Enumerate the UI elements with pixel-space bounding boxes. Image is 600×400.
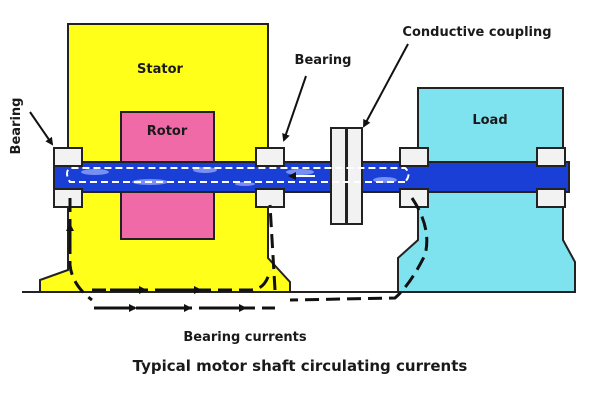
shaft-current-path <box>66 167 410 183</box>
load-label: Load <box>472 113 507 128</box>
coupling <box>330 127 363 225</box>
conductive-coupling-label: Conductive coupling <box>402 25 551 40</box>
coupling-flange-left <box>330 127 347 225</box>
bearing-load-left <box>399 147 429 167</box>
pointer-bearing-top <box>282 75 307 142</box>
coupling-flange-right <box>346 127 363 225</box>
bearing-left-lower <box>53 188 83 208</box>
bearing-left <box>53 147 83 167</box>
bearing-mid <box>255 147 285 167</box>
bearing-label-top: Bearing <box>295 53 352 68</box>
bearing-load-right <box>536 147 566 167</box>
stator-label: Stator <box>137 62 183 77</box>
bearing-load-right-lower <box>536 188 566 208</box>
bearing-load-left-lower <box>399 188 429 208</box>
bearing-currents-label: Bearing currents <box>183 330 307 345</box>
label-pointers <box>29 43 409 146</box>
diagram-caption: Typical motor shaft circulating currents <box>133 357 468 375</box>
rotor-label: Rotor <box>147 124 188 139</box>
bearing-label-left: Bearing <box>9 98 24 155</box>
bearing-mid-lower <box>255 188 285 208</box>
pointer-coupling <box>363 43 409 128</box>
bearings <box>53 147 566 208</box>
bearing-current-arrows <box>66 223 247 312</box>
pointer-bearing-left <box>29 111 54 146</box>
